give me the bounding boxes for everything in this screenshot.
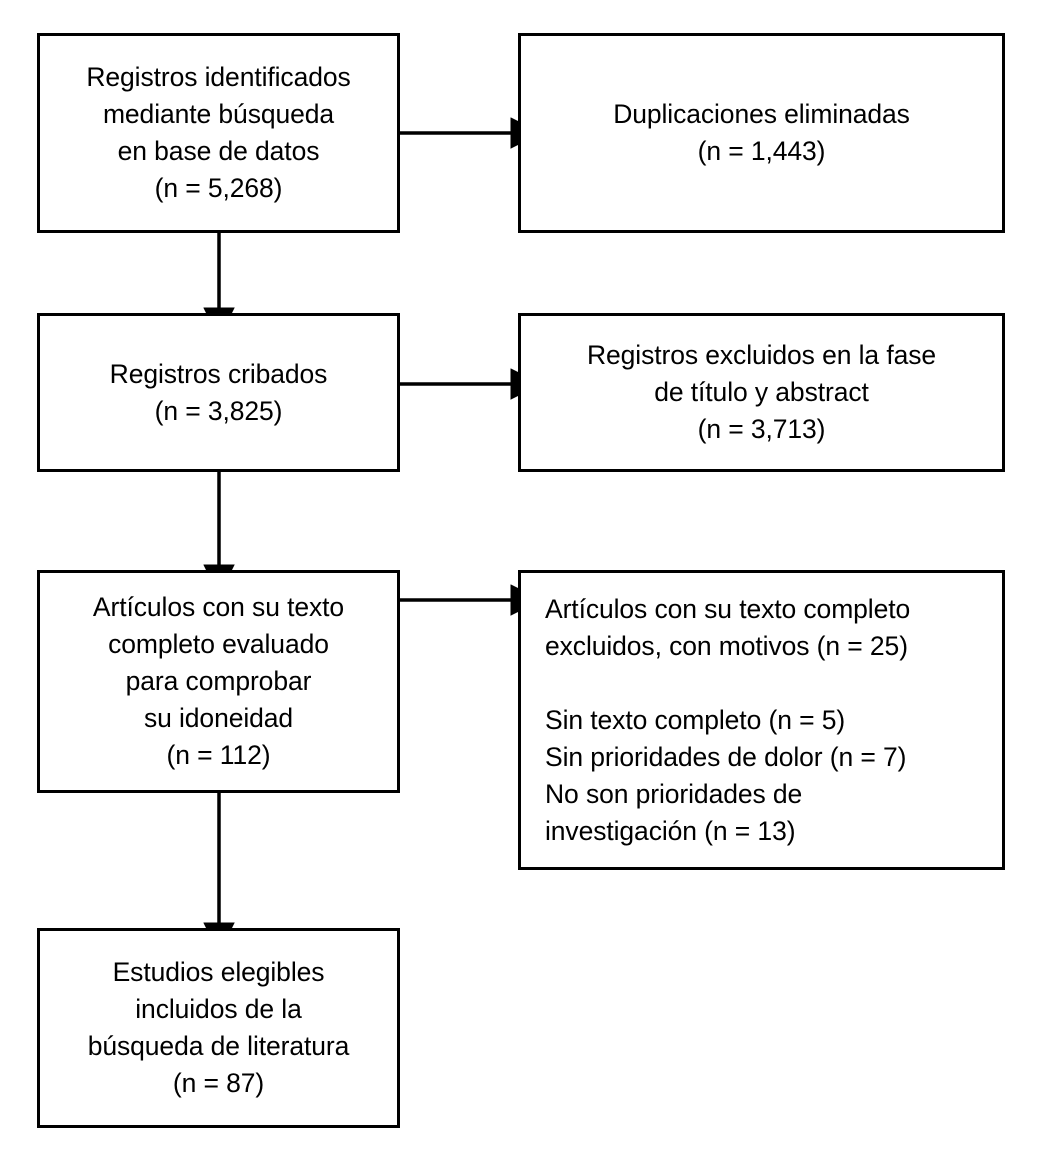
- box-line: Registros identificados: [86, 62, 351, 92]
- box-line: Artículos con su texto completo: [545, 593, 911, 624]
- box-excluded-title-abstract: Registros excluidos en la fase de título…: [518, 313, 1005, 472]
- box-line: mediante búsqueda: [102, 99, 335, 129]
- box-reason-line: investigación (n = 13): [545, 815, 796, 846]
- box-line: Artículos con su texto: [92, 592, 345, 622]
- box-identification: Registros identificados mediante búsqued…: [37, 33, 400, 233]
- box-line: Registros cribados: [109, 358, 328, 389]
- box-count-label: (n = 3,713): [697, 414, 826, 444]
- box-line: su idoneidad: [143, 703, 294, 733]
- box-count-label: (n = 5,268): [154, 173, 283, 203]
- box-line: Estudios elegibles: [112, 957, 325, 987]
- box-line: en base de datos: [117, 136, 320, 166]
- box-reason-line: No son prioridades de: [545, 778, 803, 809]
- box-reason-line: Sin prioridades de dolor (n = 7): [545, 741, 907, 772]
- box-reason-line: Sin texto completo (n = 5): [545, 704, 846, 735]
- box-count-label: (n = 87): [172, 1068, 265, 1098]
- box-count-label: excluidos, con motivos (n = 25): [545, 630, 908, 661]
- box-line: de título y abstract: [654, 377, 869, 407]
- box-line: Duplicaciones eliminadas: [613, 99, 910, 129]
- box-included: Estudios elegibles incluidos de la búsqu…: [37, 928, 400, 1128]
- box-line: completo evaluado: [108, 629, 329, 659]
- box-fulltext-assessed: Artículos con su texto completo evaluado…: [37, 570, 400, 793]
- box-line: incluidos de la: [135, 994, 302, 1024]
- box-count-label: (n = 1,443): [697, 136, 826, 166]
- box-fulltext-excluded: Artículos con su texto completo excluido…: [518, 570, 1005, 870]
- box-duplicates-removed: Duplicaciones eliminadas (n = 1,443): [518, 33, 1005, 233]
- box-screened: Registros cribados (n = 3,825): [37, 313, 400, 472]
- box-count-label: (n = 3,825): [154, 395, 283, 426]
- box-line: para comprobar: [125, 666, 312, 696]
- box-line: Registros excluidos en la fase: [586, 340, 937, 370]
- box-count-label: (n = 112): [166, 740, 271, 770]
- box-line: búsqueda de literatura: [87, 1031, 350, 1061]
